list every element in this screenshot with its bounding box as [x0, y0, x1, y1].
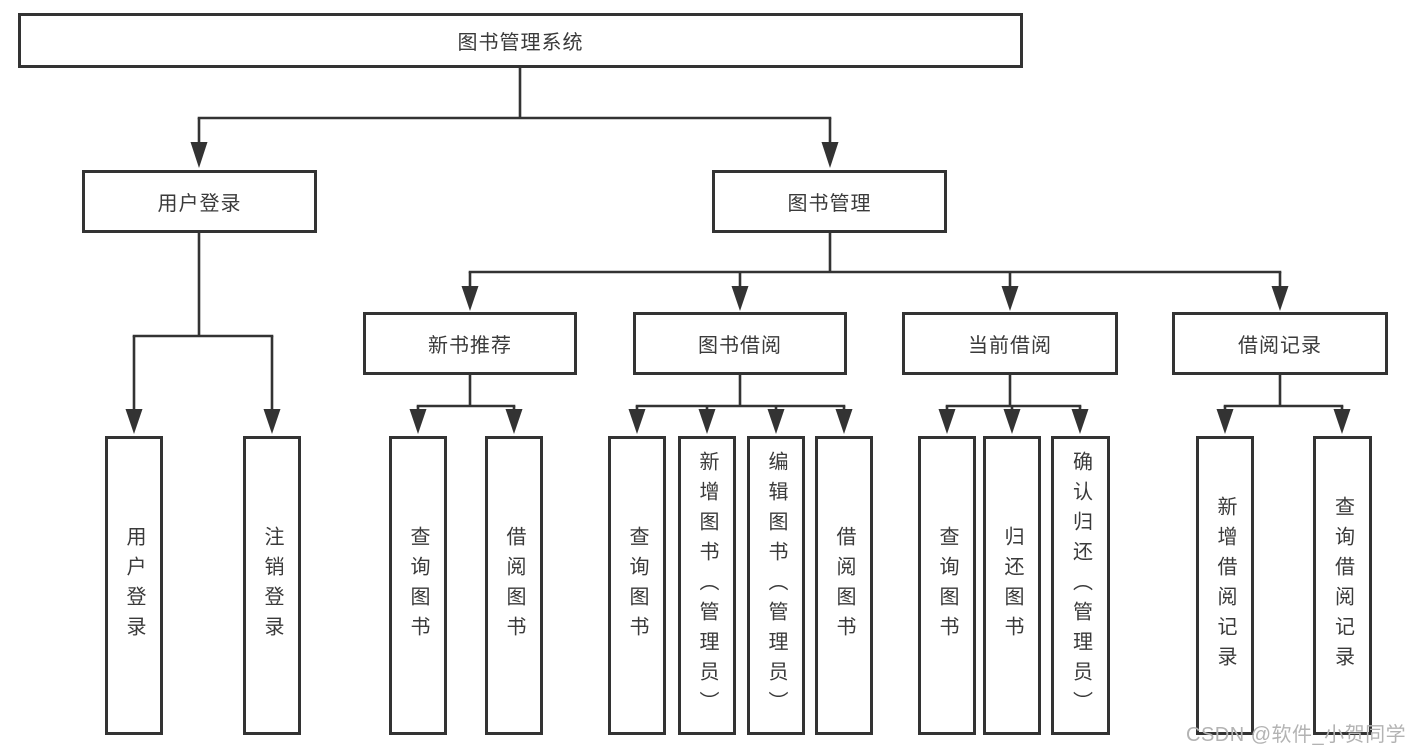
leaf-query-books-borrow: 查询图书	[608, 436, 666, 735]
node-user-login: 用户登录	[82, 170, 317, 233]
connector-current-borrow-children	[938, 375, 1089, 434]
leaf-add-books-admin: 新增图书（管理员）	[678, 436, 736, 735]
node-book-management: 图书管理	[712, 170, 947, 233]
leaf-query-borrow-record: 查询借阅记录	[1313, 436, 1372, 735]
leaf-query-books-current: 查询图书	[918, 436, 976, 735]
node-current-borrow: 当前借阅	[902, 312, 1118, 375]
connector-book-borrow-children	[628, 375, 853, 434]
connector-book-mgmt-to-level3	[461, 233, 1289, 311]
leaf-return-books: 归还图书	[983, 436, 1041, 735]
leaf-borrow-books: 借阅图书	[815, 436, 873, 735]
leaf-edit-books-admin: 编辑图书（管理员）	[747, 436, 805, 735]
leaf-user-login: 用户登录	[105, 436, 163, 735]
leaf-add-borrow-record: 新增借阅记录	[1196, 436, 1254, 735]
connector-borrow-records-children	[1216, 375, 1351, 434]
csdn-watermark: CSDN @软件_小贺同学	[1186, 724, 1405, 746]
connector-new-book-rec-children	[409, 375, 523, 434]
node-root-system: 图书管理系统	[18, 13, 1023, 68]
leaf-borrow-books-recommend: 借阅图书	[485, 436, 543, 735]
connector-user-login-children	[125, 233, 281, 434]
node-borrow-records: 借阅记录	[1172, 312, 1388, 375]
node-new-book-recommend: 新书推荐	[363, 312, 577, 375]
connector-root-to-level2	[190, 68, 839, 168]
node-book-borrow: 图书借阅	[633, 312, 847, 375]
leaf-query-books-recommend: 查询图书	[389, 436, 447, 735]
leaf-logout: 注销登录	[243, 436, 301, 735]
leaf-confirm-return-admin: 确认归还（管理员）	[1051, 436, 1110, 735]
